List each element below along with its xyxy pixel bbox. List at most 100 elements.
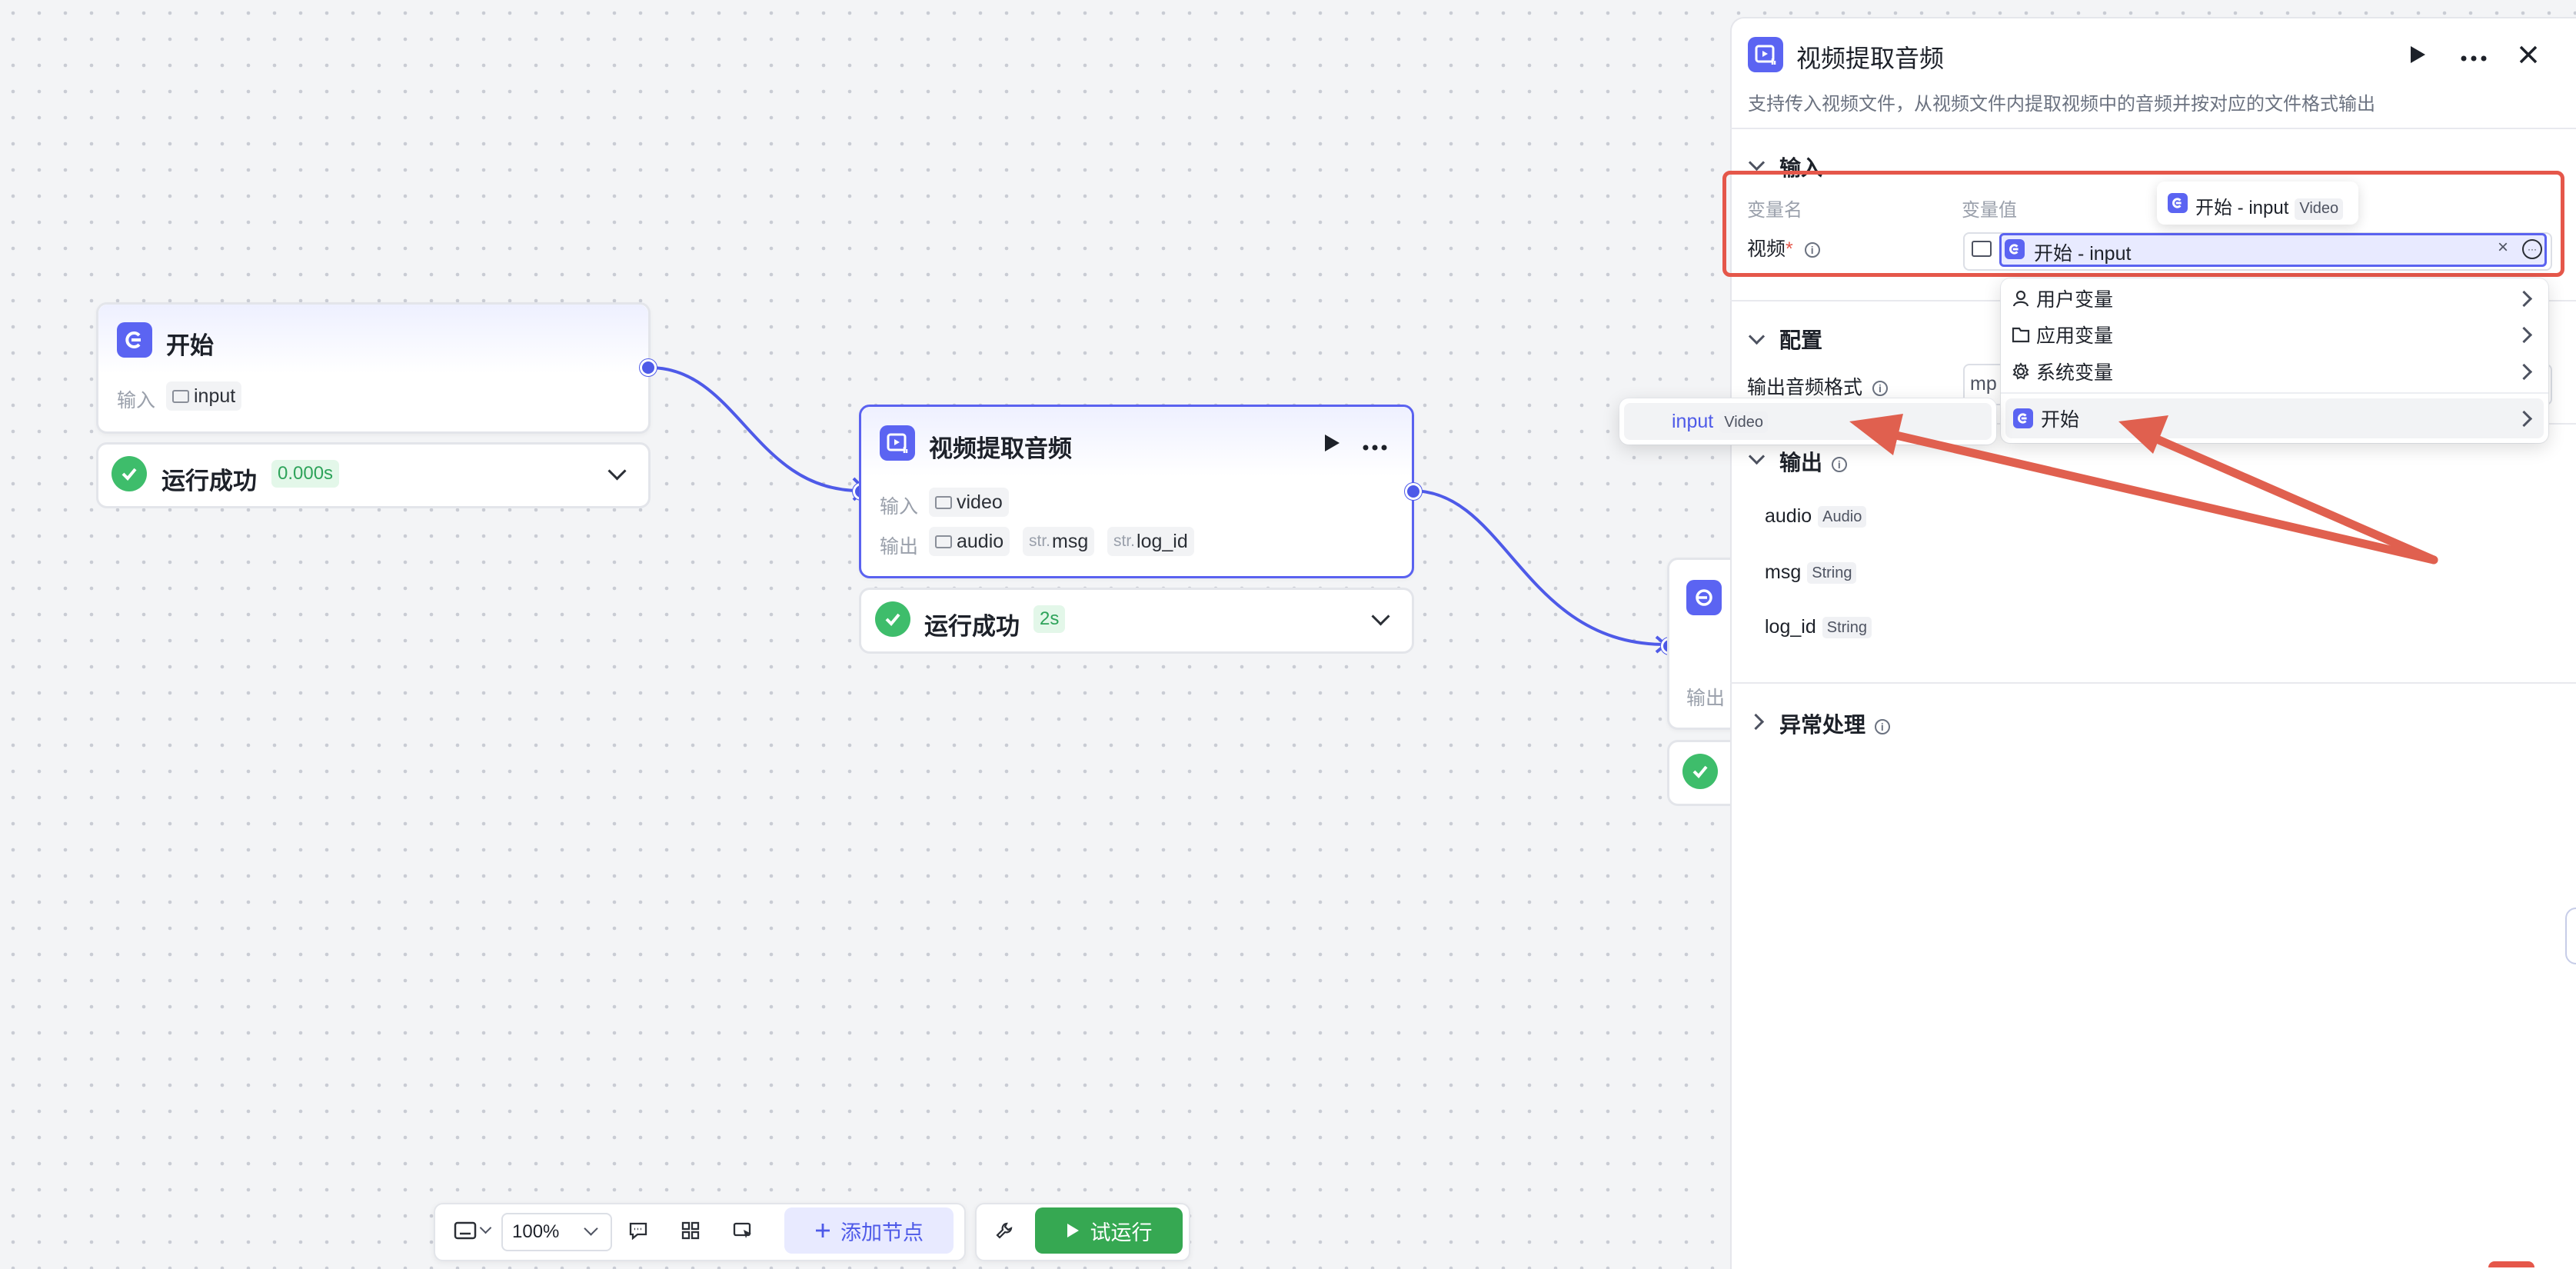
test-run-label: 试运行 bbox=[1090, 1221, 1153, 1244]
video-status-bar[interactable]: 运行成功 2s bbox=[859, 588, 1414, 654]
error-section-title: 异常处理 i bbox=[1779, 708, 1890, 739]
user-icon bbox=[2012, 290, 2029, 307]
panel-description: 支持传入视频文件，从视频文件内提取视频中的音频并按对应的文件格式输出 bbox=[1748, 94, 2375, 115]
play-icon bbox=[1067, 1224, 1079, 1237]
menu-item-system-vars[interactable]: 系统变量 bbox=[2001, 354, 2548, 389]
test-run-button[interactable]: 试运行 bbox=[1035, 1207, 1183, 1254]
video-output-label: 输出 bbox=[880, 536, 919, 558]
wrench-icon bbox=[996, 1222, 1013, 1239]
zoom-select[interactable]: 100% bbox=[501, 1213, 612, 1251]
minimap-toggle[interactable] bbox=[446, 1217, 492, 1244]
menu-item-label: 用户变量 bbox=[2036, 289, 2114, 311]
video-input-var: video bbox=[957, 491, 1003, 513]
chevron-right-icon bbox=[2515, 290, 2533, 308]
more-icon[interactable] bbox=[1363, 441, 1387, 455]
video-extract-node[interactable]: 视频提取音频 输入 video 输出 audio str. msg str. l… bbox=[859, 405, 1414, 578]
output-chip-name: msg bbox=[1052, 530, 1089, 552]
chevron-down-icon[interactable] bbox=[607, 461, 627, 481]
node-config-panel bbox=[1730, 17, 2576, 1269]
variable-picker-icon[interactable]: ··· bbox=[2522, 239, 2542, 259]
chevron-right-icon bbox=[2515, 410, 2533, 428]
pointer-box-icon bbox=[733, 1222, 751, 1238]
start-icon bbox=[117, 322, 152, 358]
var-value-selected[interactable] bbox=[1999, 233, 2547, 267]
more-icon[interactable] bbox=[2461, 52, 2487, 65]
error-section-title-text: 异常处理 bbox=[1779, 713, 1866, 737]
format-select-value: mp bbox=[1970, 373, 1997, 395]
output-chip-msg: str. msg bbox=[1023, 527, 1095, 556]
output-item-type: String bbox=[1822, 617, 1872, 639]
end-output-label: 输出 bbox=[1686, 688, 1726, 709]
check-icon bbox=[875, 601, 910, 637]
output-chip-name: audio bbox=[957, 530, 1004, 552]
output-item-type: String bbox=[1807, 562, 1857, 585]
play-icon[interactable] bbox=[2408, 45, 2427, 68]
clear-icon[interactable]: × bbox=[2498, 237, 2509, 258]
check-icon bbox=[111, 456, 147, 491]
plus-icon bbox=[816, 1224, 830, 1237]
output-item-name: msg bbox=[1765, 561, 1802, 583]
menu-item-app-vars[interactable]: 应用变量 bbox=[2001, 317, 2548, 352]
start-node[interactable]: 开始 输入 input bbox=[96, 302, 651, 434]
col-name-header: 变量名 bbox=[1747, 200, 1802, 221]
layout-button[interactable] bbox=[674, 1215, 707, 1246]
tooltip-type-tag: Video bbox=[2295, 198, 2344, 220]
close-icon[interactable] bbox=[2518, 44, 2539, 69]
tooltip-content: 开始 - input Video bbox=[2195, 192, 2344, 220]
start-node-header bbox=[98, 305, 648, 374]
debug-settings-button[interactable] bbox=[987, 1215, 1021, 1246]
tooltip-text: 开始 - input bbox=[2195, 198, 2289, 218]
select-mode-button[interactable] bbox=[726, 1215, 760, 1246]
panel-side-handle[interactable] bbox=[2565, 908, 2576, 964]
submenu-item-name: input bbox=[1672, 411, 1714, 432]
info-icon: i bbox=[1804, 242, 1820, 258]
video-status-text: 运行成功 bbox=[924, 613, 1020, 640]
video-duration-badge: 2s bbox=[1033, 605, 1066, 633]
config-section-title: 配置 bbox=[1779, 328, 1823, 352]
start-output-port[interactable] bbox=[640, 359, 657, 376]
menu-item-label: 应用变量 bbox=[2036, 325, 2114, 347]
video-audio-icon bbox=[880, 425, 915, 461]
highlight-box bbox=[1722, 171, 2564, 277]
start-input-chip: input bbox=[166, 381, 242, 411]
output-section-title-text: 输出 bbox=[1779, 451, 1823, 475]
divider bbox=[2001, 392, 2548, 394]
divider bbox=[1730, 682, 2576, 684]
start-ref-icon bbox=[2005, 239, 2025, 259]
start-status-bar[interactable]: 运行成功 0.000s bbox=[96, 442, 651, 508]
corner-decoration bbox=[2488, 1261, 2534, 1267]
output-chip-log-id: str. log_id bbox=[1107, 527, 1194, 556]
info-icon: i bbox=[1874, 718, 1890, 734]
folder-icon bbox=[935, 495, 952, 509]
chevron-down-icon[interactable] bbox=[1371, 607, 1390, 626]
format-label: 输出音频格式 i bbox=[1747, 372, 1888, 400]
menu-item-label: 开始 bbox=[2041, 409, 2080, 431]
value-tooltip: 开始 - input Video bbox=[2157, 182, 2358, 225]
minimap-icon bbox=[454, 1221, 476, 1240]
menu-item-user-vars[interactable]: 用户变量 bbox=[2001, 281, 2548, 316]
start-input-label: 输入 bbox=[117, 390, 156, 411]
start-duration-badge: 0.000s bbox=[271, 460, 340, 488]
menu-item-start[interactable]: 开始 bbox=[2005, 398, 2544, 438]
output-chip-prefix: str. bbox=[1113, 532, 1136, 550]
var-name-label: 视频* i bbox=[1747, 234, 1820, 261]
video-output-port[interactable] bbox=[1405, 483, 1422, 500]
folder-icon bbox=[172, 389, 189, 403]
check-icon bbox=[1682, 754, 1718, 789]
play-icon[interactable] bbox=[1323, 433, 1341, 457]
output-chip-prefix: str. bbox=[1029, 532, 1051, 550]
var-name-text: 视频 bbox=[1747, 238, 1786, 260]
variable-dropdown: 用户变量 应用变量 系统变量 开始 bbox=[2001, 278, 2548, 443]
folder-icon bbox=[2012, 327, 2030, 343]
start-input-var: input bbox=[194, 385, 236, 407]
output-chip-audio: audio bbox=[929, 527, 1010, 556]
comment-button[interactable] bbox=[621, 1215, 655, 1246]
video-input-label: 输入 bbox=[880, 496, 919, 518]
comment-icon bbox=[629, 1222, 647, 1240]
add-node-button[interactable]: 添加节点 bbox=[784, 1207, 954, 1254]
format-label-text: 输出音频格式 bbox=[1747, 377, 1863, 398]
